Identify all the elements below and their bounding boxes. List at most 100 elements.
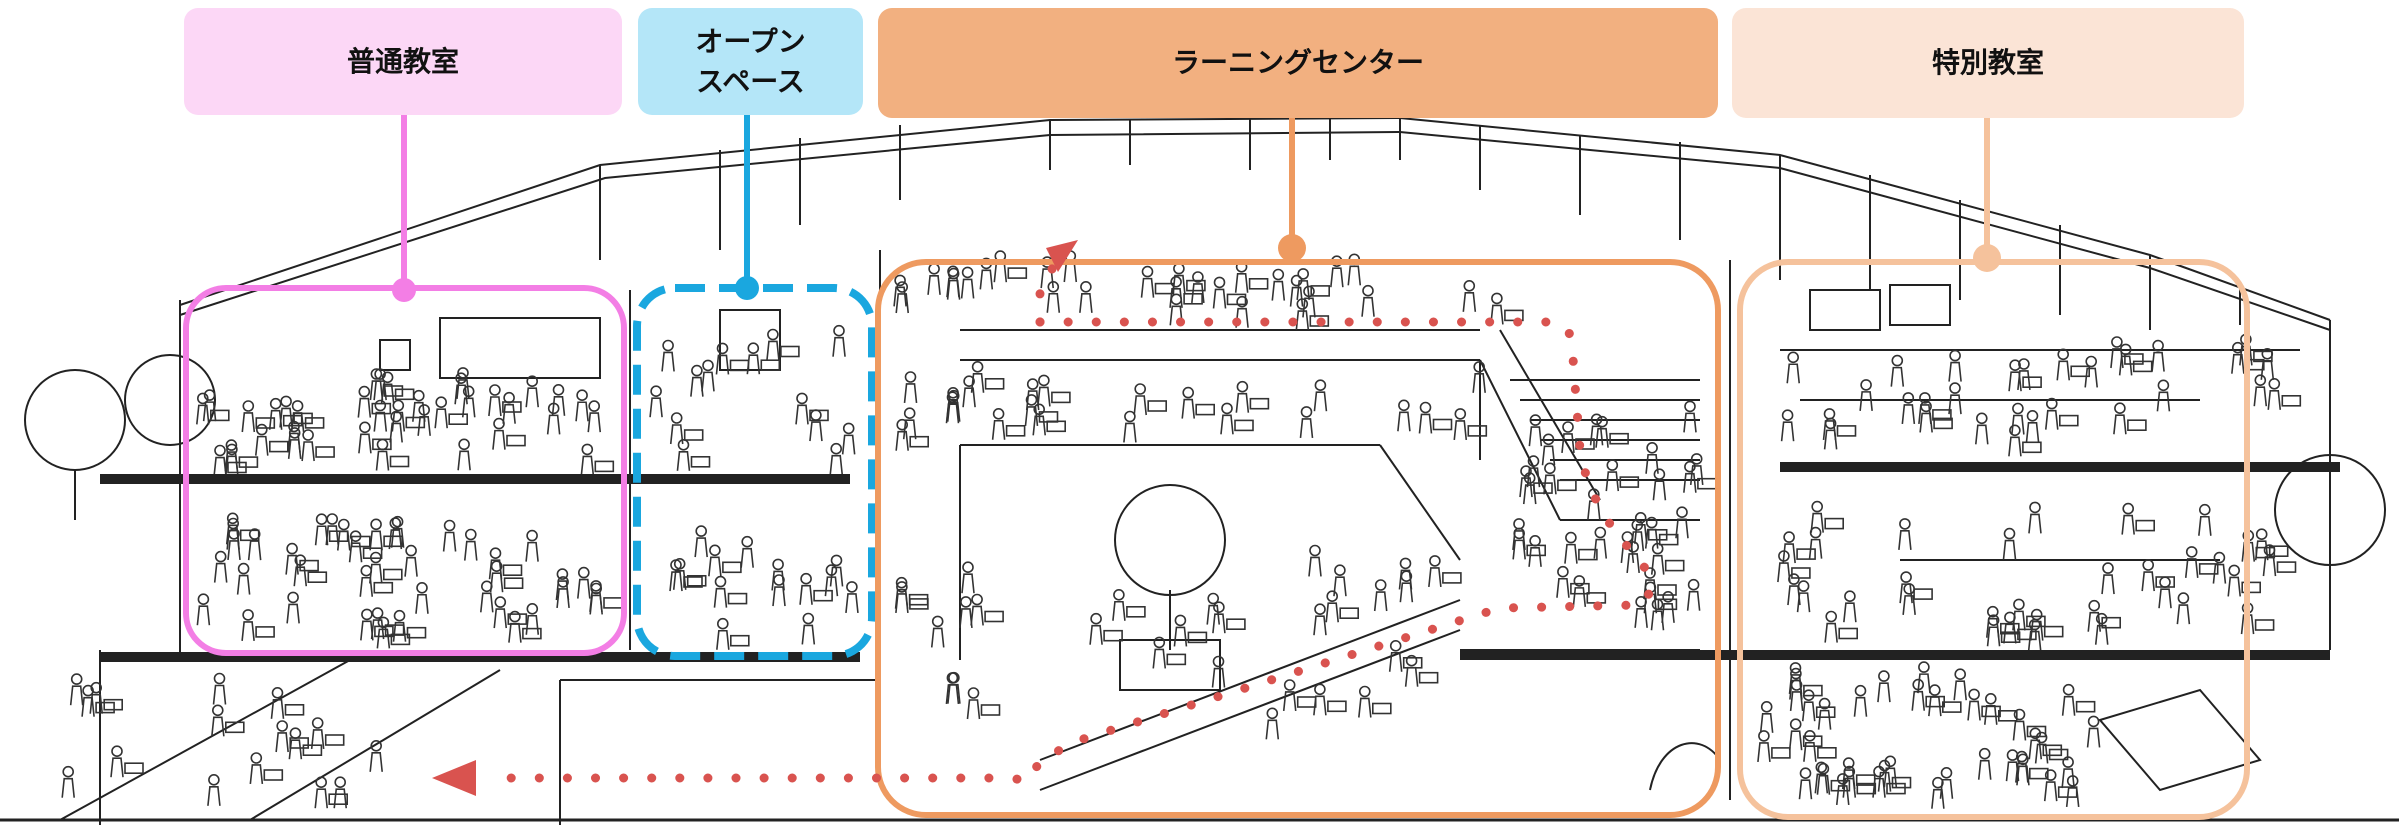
person-sketch-body	[1798, 779, 1813, 800]
person-sketch-head	[2026, 409, 2039, 422]
person-sketch-body	[580, 455, 595, 476]
person-sketch-head	[1297, 268, 1309, 280]
desk-sketch	[2255, 546, 2276, 559]
person-sketch-head	[269, 397, 282, 410]
person-sketch-body	[2008, 371, 2022, 392]
person-sketch-body	[708, 556, 722, 577]
person-sketch-body	[225, 455, 239, 476]
person-sketch-head	[2029, 501, 2041, 514]
person-sketch-head	[673, 557, 686, 570]
desk-sketch	[1855, 774, 1876, 786]
frame-special-classroom	[1737, 259, 2250, 820]
desk-sketch	[1570, 582, 1590, 595]
person-sketch-body	[1686, 590, 1701, 611]
person-sketch-head	[1207, 592, 1219, 605]
person-sketch-body	[2141, 571, 2155, 592]
desk-sketch	[1147, 400, 1167, 412]
person-sketch-body	[1605, 471, 1620, 492]
person-sketch-body	[1289, 286, 1304, 307]
desk-sketch	[371, 402, 392, 415]
person-sketch-head	[2004, 611, 2016, 624]
floor-slabs	[100, 462, 2340, 662]
person-sketch-body	[1313, 695, 1327, 716]
person-sketch-head	[1314, 683, 1326, 696]
person-sketch-body	[661, 351, 675, 372]
person-sketch-body	[508, 622, 522, 643]
desk-sketch	[1418, 671, 1439, 684]
person-sketch-head	[1266, 707, 1279, 720]
person-sketch-head	[1902, 392, 1915, 404]
person-sketch-body	[2156, 391, 2171, 412]
person-sketch-head	[1573, 575, 1586, 587]
person-sketch-body	[454, 384, 468, 405]
person-sketch-body	[1295, 310, 1310, 331]
desk-sketch	[1815, 706, 1836, 719]
person-sketch-body	[930, 627, 945, 648]
person-sketch-body	[1299, 418, 1314, 439]
person-sketch-head	[1644, 567, 1656, 579]
person-sketch-head	[1170, 275, 1182, 288]
desk-sketch	[2127, 419, 2147, 432]
person-sketch-body	[740, 547, 754, 568]
person-sketch-body	[1877, 682, 1891, 703]
person-sketch-head	[1781, 409, 1794, 422]
desk-sketch	[383, 535, 403, 548]
person-sketch-body	[370, 619, 385, 640]
person-sketch-body	[993, 262, 1008, 283]
desk-sketch	[1526, 544, 1546, 557]
person-sketch-head	[1557, 565, 1569, 578]
person-sketch-body	[369, 380, 384, 401]
desk-sketch	[1005, 424, 1026, 437]
person-sketch-body	[212, 684, 227, 705]
desk-sketch	[1310, 285, 1330, 297]
person-sketch-head	[1473, 361, 1485, 373]
person-sketch-head	[416, 581, 428, 594]
desk-sketch	[1327, 700, 1347, 713]
person-sketch-head	[311, 717, 324, 729]
person-sketch-body	[1780, 421, 1795, 442]
person-sketch-head	[280, 395, 292, 408]
desk-sketch	[328, 793, 349, 806]
person-sketch-head	[588, 400, 601, 412]
person-sketch-head	[1690, 453, 1703, 465]
person-sketch-body	[715, 354, 730, 375]
person-sketch-head	[1170, 293, 1183, 306]
person-sketch-body	[391, 411, 406, 432]
desk-sketch	[293, 412, 313, 425]
person-sketch-body	[1079, 292, 1093, 313]
person-sketch-head	[2254, 374, 2267, 387]
person-sketch-body	[893, 286, 907, 307]
person-sketch-body	[1967, 700, 1981, 721]
person-sketch-head	[62, 765, 74, 778]
person-sketch-body	[369, 563, 383, 584]
person-sketch-head	[767, 328, 779, 341]
person-sketch-body	[799, 584, 813, 605]
person-sketch-head	[800, 572, 812, 585]
person-sketch-head	[242, 400, 255, 412]
person-sketch-body	[2267, 389, 2282, 410]
person-sketch-head	[237, 562, 250, 575]
person-sketch-body	[1282, 691, 1297, 712]
person-sketch-head	[1760, 700, 1773, 713]
desk-sketch	[2124, 353, 2144, 365]
person-sketch-body	[960, 278, 975, 299]
person-sketch-head	[1236, 380, 1249, 393]
person-sketch-body	[961, 573, 975, 594]
person-sketch-head	[1873, 765, 1885, 778]
person-sketch-head	[2102, 562, 2114, 574]
person-sketch-head	[1272, 268, 1285, 281]
person-sketch-head	[971, 360, 984, 373]
person-sketch-head	[1429, 555, 1441, 567]
person-sketch-head	[1634, 511, 1647, 524]
person-sketch-body	[577, 578, 591, 599]
person-sketch-body	[389, 422, 403, 443]
label-special-classroom: 特別教室	[1732, 8, 2244, 118]
person-sketch-head	[1513, 527, 1525, 540]
desk-sketch	[389, 455, 410, 468]
person-sketch-body	[207, 786, 221, 806]
person-sketch-head	[1815, 761, 1828, 774]
person-sketch-head	[2013, 598, 2025, 611]
person-sketch-body	[1046, 292, 1061, 313]
person-sketch-body	[2012, 720, 2027, 741]
person-sketch-head	[1825, 610, 1837, 623]
